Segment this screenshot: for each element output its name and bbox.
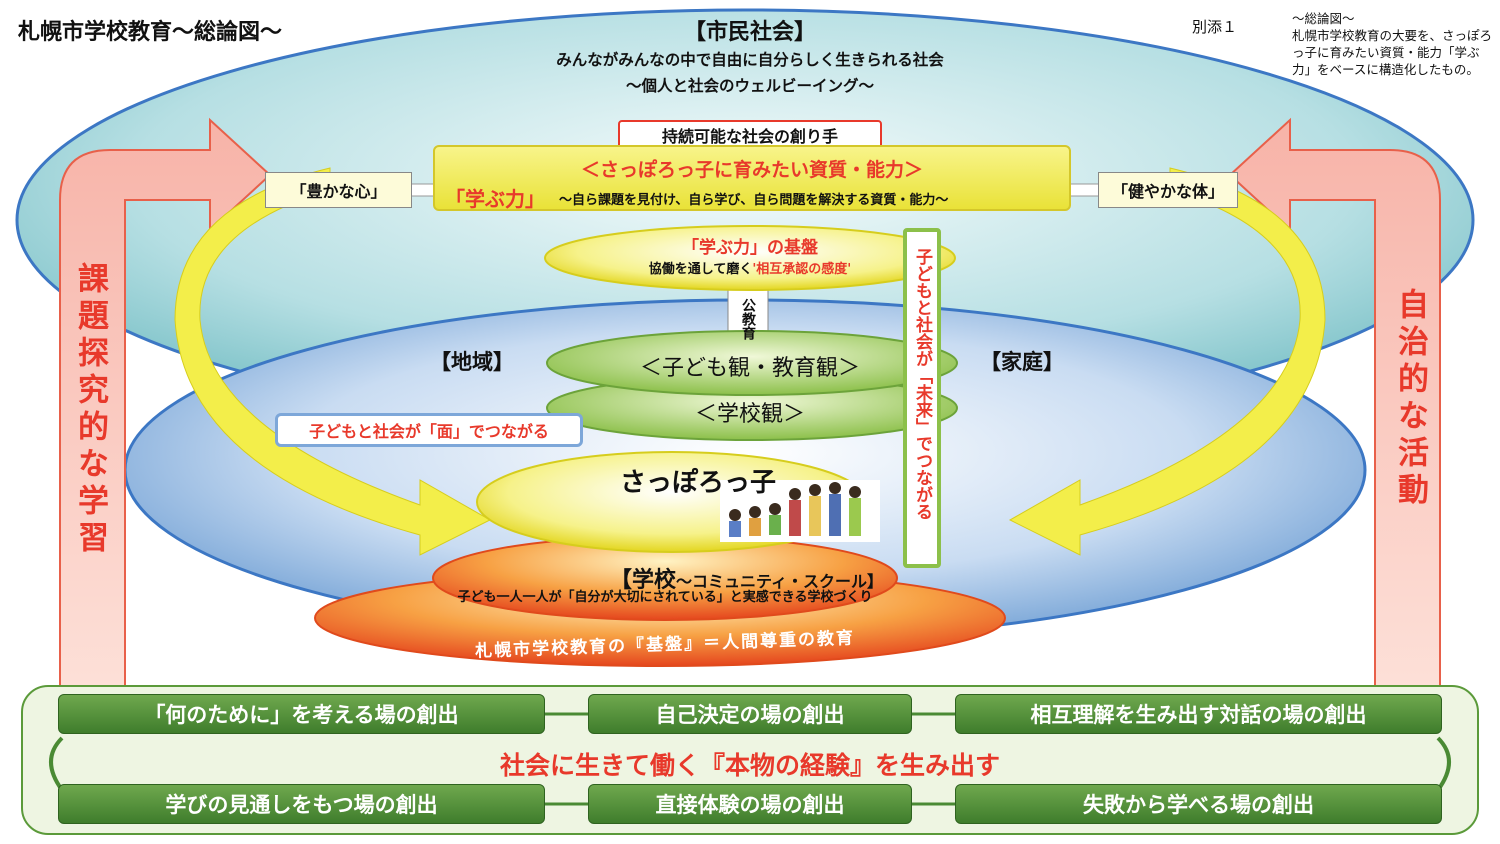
- civil-society-line1: みんながみんなの中で自由に自分らしく生きられる社会: [556, 51, 944, 69]
- surface-link-box: 子どもと社会が「面」でつながる: [275, 413, 583, 447]
- child-education-view-label: ＜子ども観・教育観＞: [639, 356, 860, 381]
- autonomous-activity-label: 自治的な活動: [1392, 288, 1428, 510]
- inquiry-learning-label: 課題探究的な学習: [72, 262, 108, 558]
- civil-society-title: 【市民社会】: [683, 20, 816, 45]
- left-pink-arrow: [59, 117, 272, 691]
- connector-right: [1067, 183, 1101, 197]
- foundation-ellipse: [544, 225, 956, 291]
- competence-description: ～自ら課題を見付け、自ら学び、自ら問題を解決する資質・能力～: [559, 193, 949, 208]
- sustainable-society-label: 持続可能な社会の創り手: [661, 127, 838, 146]
- healthy-body-box: 「健やかな体」: [1098, 172, 1238, 208]
- purpose-thinking-button: 「何のために」を考える場の創出: [58, 694, 545, 734]
- foundation-subtitle: 協働を通して磨く'相互承認の感度': [550, 258, 950, 277]
- manabu-ryoku-label: 「学ぶ力」: [445, 187, 545, 211]
- learning-outlook-button: 学びの見通しをもつ場の創出: [58, 784, 545, 824]
- mutual-recognition-label: '相互承認の感度': [752, 262, 852, 277]
- self-decision-button: 自己決定の場の創出: [588, 694, 912, 734]
- real-experience-label: 社会に生きて働く『本物の経験』を生み出す: [499, 751, 1000, 780]
- community-school-label: ～コミュニティ・スクール】: [676, 572, 884, 591]
- right-pink-arrow: [1228, 117, 1441, 691]
- rich-heart-box: 「豊かな心」: [265, 172, 412, 208]
- future-link-label: 子どもと社会が「未来」でつながる: [912, 248, 932, 520]
- future-link-box: [903, 228, 941, 568]
- attachment-label: 別添１: [1192, 18, 1238, 36]
- page-title: 札幌市学校教育～総論図～: [18, 20, 283, 45]
- rich-heart-label: 「豊かな心」: [290, 182, 387, 201]
- civil-society-line2: ～個人と社会のウェルビーイング～: [625, 77, 874, 95]
- mutual-dialogue-button: 相互理解を生み出す対話の場の創出: [955, 694, 1442, 734]
- foundation-title: 「学ぶ力」の基盤: [682, 238, 818, 258]
- region-label: 【地域】: [430, 350, 514, 374]
- public-education-label: 公教育: [740, 298, 756, 340]
- right-yellow-arrow: [1008, 167, 1326, 556]
- school-title-main: 【学校: [610, 568, 677, 593]
- competence-box: ＜さっぽろっ子に育みたい資質・能力＞ 「学ぶ力」 ～自ら課題を見付け、自ら学び、…: [433, 145, 1071, 211]
- school-subtitle: 子ども一人一人が「自分が大切にされている」と実感できる学校づくり: [457, 590, 873, 605]
- school-view-label: ＜学校観＞: [694, 402, 805, 427]
- sapporo-kids-label: さっぽろっ子: [620, 468, 777, 498]
- healthy-body-label: 「健やかな体」: [1111, 182, 1224, 201]
- child-view-ellipse: [546, 330, 958, 396]
- summary-note: ～総論図～ 札幌市学校教育の大要を、さっぽろっ子に育みたい資質・能力「学ぶ力」を…: [1292, 11, 1493, 77]
- competence-heading: ＜さっぽろっ子に育みたい資質・能力＞: [580, 159, 923, 181]
- left-yellow-arrow: [174, 167, 492, 556]
- bottom-right-bracket: [1436, 736, 1451, 792]
- foundation-sub-prefix: 協働を通して磨く: [648, 262, 753, 277]
- surface-link-label: 子どもと社会が「面」でつながる: [309, 422, 549, 441]
- direct-experience-button: 直接体験の場の創出: [588, 784, 912, 824]
- school-title: 【学校～コミュニティ・スクール】: [610, 562, 883, 594]
- home-label: 【家庭】: [980, 350, 1064, 374]
- children-illustration: [720, 480, 880, 542]
- learn-from-failure-button: 失敗から学べる場の創出: [955, 784, 1442, 824]
